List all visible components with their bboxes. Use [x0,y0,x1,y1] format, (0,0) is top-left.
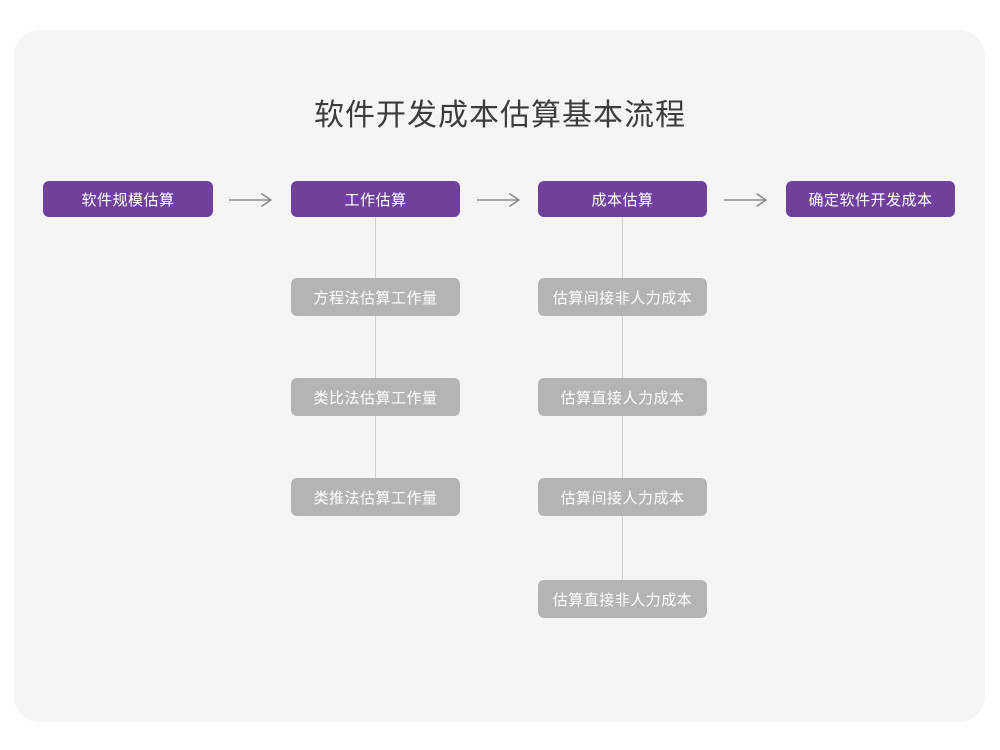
arrow-right-icon [723,190,771,210]
flow-node-label: 软件规模估算 [81,191,175,209]
connector-cost-2 [622,315,623,379]
branch-node-label: 方程法估算工作量 [313,289,438,307]
flow-node-label: 成本估算 [591,191,654,209]
flow-node-cost-estimation[interactable]: 成本估算 [538,181,707,217]
branch-node-label: 估算间接人力成本 [560,489,685,507]
branch-node-inference-method-workload[interactable]: 类推法估算工作量 [291,478,460,516]
connector-cost-3 [622,415,623,479]
branch-node-indirect-nonlabor-cost[interactable]: 估算间接非人力成本 [538,278,707,316]
page-title: 软件开发成本估算基本流程 [314,99,686,132]
content-card [14,30,985,722]
connector-work-2 [375,315,376,379]
branch-node-direct-nonlabor-cost[interactable]: 估算直接非人力成本 [538,580,707,618]
branch-node-label: 类比法估算工作量 [313,389,438,407]
branch-node-analogy-method-workload[interactable]: 类比法估算工作量 [291,378,460,416]
flow-node-work-estimation[interactable]: 工作估算 [291,181,460,217]
arrow-right-icon [476,190,524,210]
connector-work-1 [375,213,376,285]
branch-node-equation-method-workload[interactable]: 方程法估算工作量 [291,278,460,316]
arrow-right-icon [228,190,276,210]
flow-node-label: 确定软件开发成本 [808,191,933,209]
connector-cost-1 [622,213,623,285]
branch-node-label: 估算间接非人力成本 [552,289,693,307]
flow-node-label: 工作估算 [344,191,407,209]
branch-node-label: 估算直接非人力成本 [552,591,693,609]
branch-node-label: 估算直接人力成本 [560,389,685,407]
flow-node-software-scale-estimation[interactable]: 软件规模估算 [43,181,213,217]
branch-node-direct-labor-cost[interactable]: 估算直接人力成本 [538,378,707,416]
connector-cost-4 [622,515,623,581]
branch-node-label: 类推法估算工作量 [313,489,438,507]
branch-node-indirect-labor-cost[interactable]: 估算间接人力成本 [538,478,707,516]
connector-work-3 [375,415,376,479]
flow-node-determine-development-cost[interactable]: 确定软件开发成本 [786,181,955,217]
